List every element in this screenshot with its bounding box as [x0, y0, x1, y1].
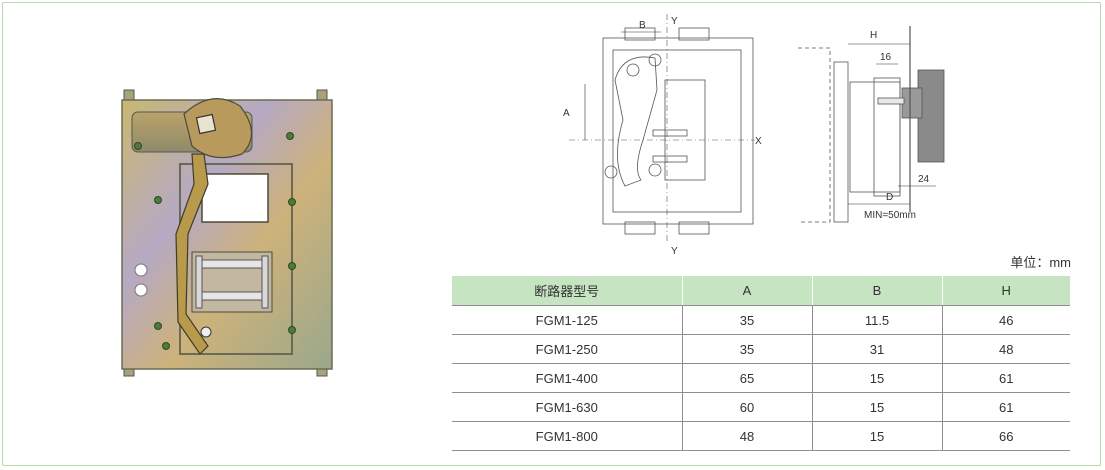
header-a: A: [682, 276, 813, 306]
header-model: 断路器型号: [452, 276, 683, 306]
header-h: H: [942, 276, 1070, 306]
label-a: A: [563, 108, 570, 119]
cell-h: 61: [942, 392, 1070, 422]
label-16: 16: [880, 52, 892, 63]
table-row: FGM1-250 35 31 48: [452, 334, 1070, 364]
table-header-row: 断路器型号 A B H: [452, 276, 1070, 306]
label-min: MIN=50mm: [864, 210, 916, 221]
cell-model: FGM1-630: [452, 392, 683, 422]
header-b: B: [812, 276, 943, 306]
cell-h: 61: [942, 363, 1070, 393]
cell-b: 15: [812, 421, 943, 451]
cell-model: FGM1-125: [452, 305, 683, 335]
cell-model: FGM1-800: [452, 421, 683, 451]
side-view-drawing: H 16 24 D MIN=50mm: [798, 26, 945, 223]
cell-h: 66: [942, 421, 1070, 451]
cell-model: FGM1-400: [452, 363, 683, 393]
cell-a: 35: [682, 305, 813, 335]
label-24: 24: [918, 174, 930, 185]
cell-h: 48: [942, 334, 1070, 364]
label-y-bottom: Y: [671, 246, 678, 257]
cell-a: 48: [682, 421, 813, 451]
cell-h: 46: [942, 305, 1070, 335]
label-y-top: Y: [671, 16, 678, 27]
cell-b: 15: [812, 392, 943, 422]
table-row: FGM1-125 35 11.5 46: [452, 305, 1070, 335]
cell-b: 15: [812, 363, 943, 393]
cell-a: 65: [682, 363, 813, 393]
cell-b: 11.5: [812, 305, 943, 335]
front-view-drawing: B Y A X Y: [563, 14, 762, 257]
table-row: FGM1-630 60 15 61: [452, 392, 1070, 422]
spec-table: 断路器型号 A B H FGM1-125 35 11.5 46 FGM1-250…: [452, 276, 1070, 451]
table-row: FGM1-800 48 15 66: [452, 421, 1070, 451]
unit-label: 单位：mm: [1010, 255, 1071, 270]
cell-a: 35: [682, 334, 813, 364]
label-h: H: [870, 30, 877, 41]
product-photo: [121, 89, 333, 377]
table-row: FGM1-400 65 15 61: [452, 363, 1070, 393]
cell-b: 31: [812, 334, 943, 364]
cell-a: 60: [682, 392, 813, 422]
label-b: B: [639, 20, 646, 31]
cell-model: FGM1-250: [452, 334, 683, 364]
label-x: X: [755, 136, 762, 147]
label-d: D: [886, 192, 893, 203]
